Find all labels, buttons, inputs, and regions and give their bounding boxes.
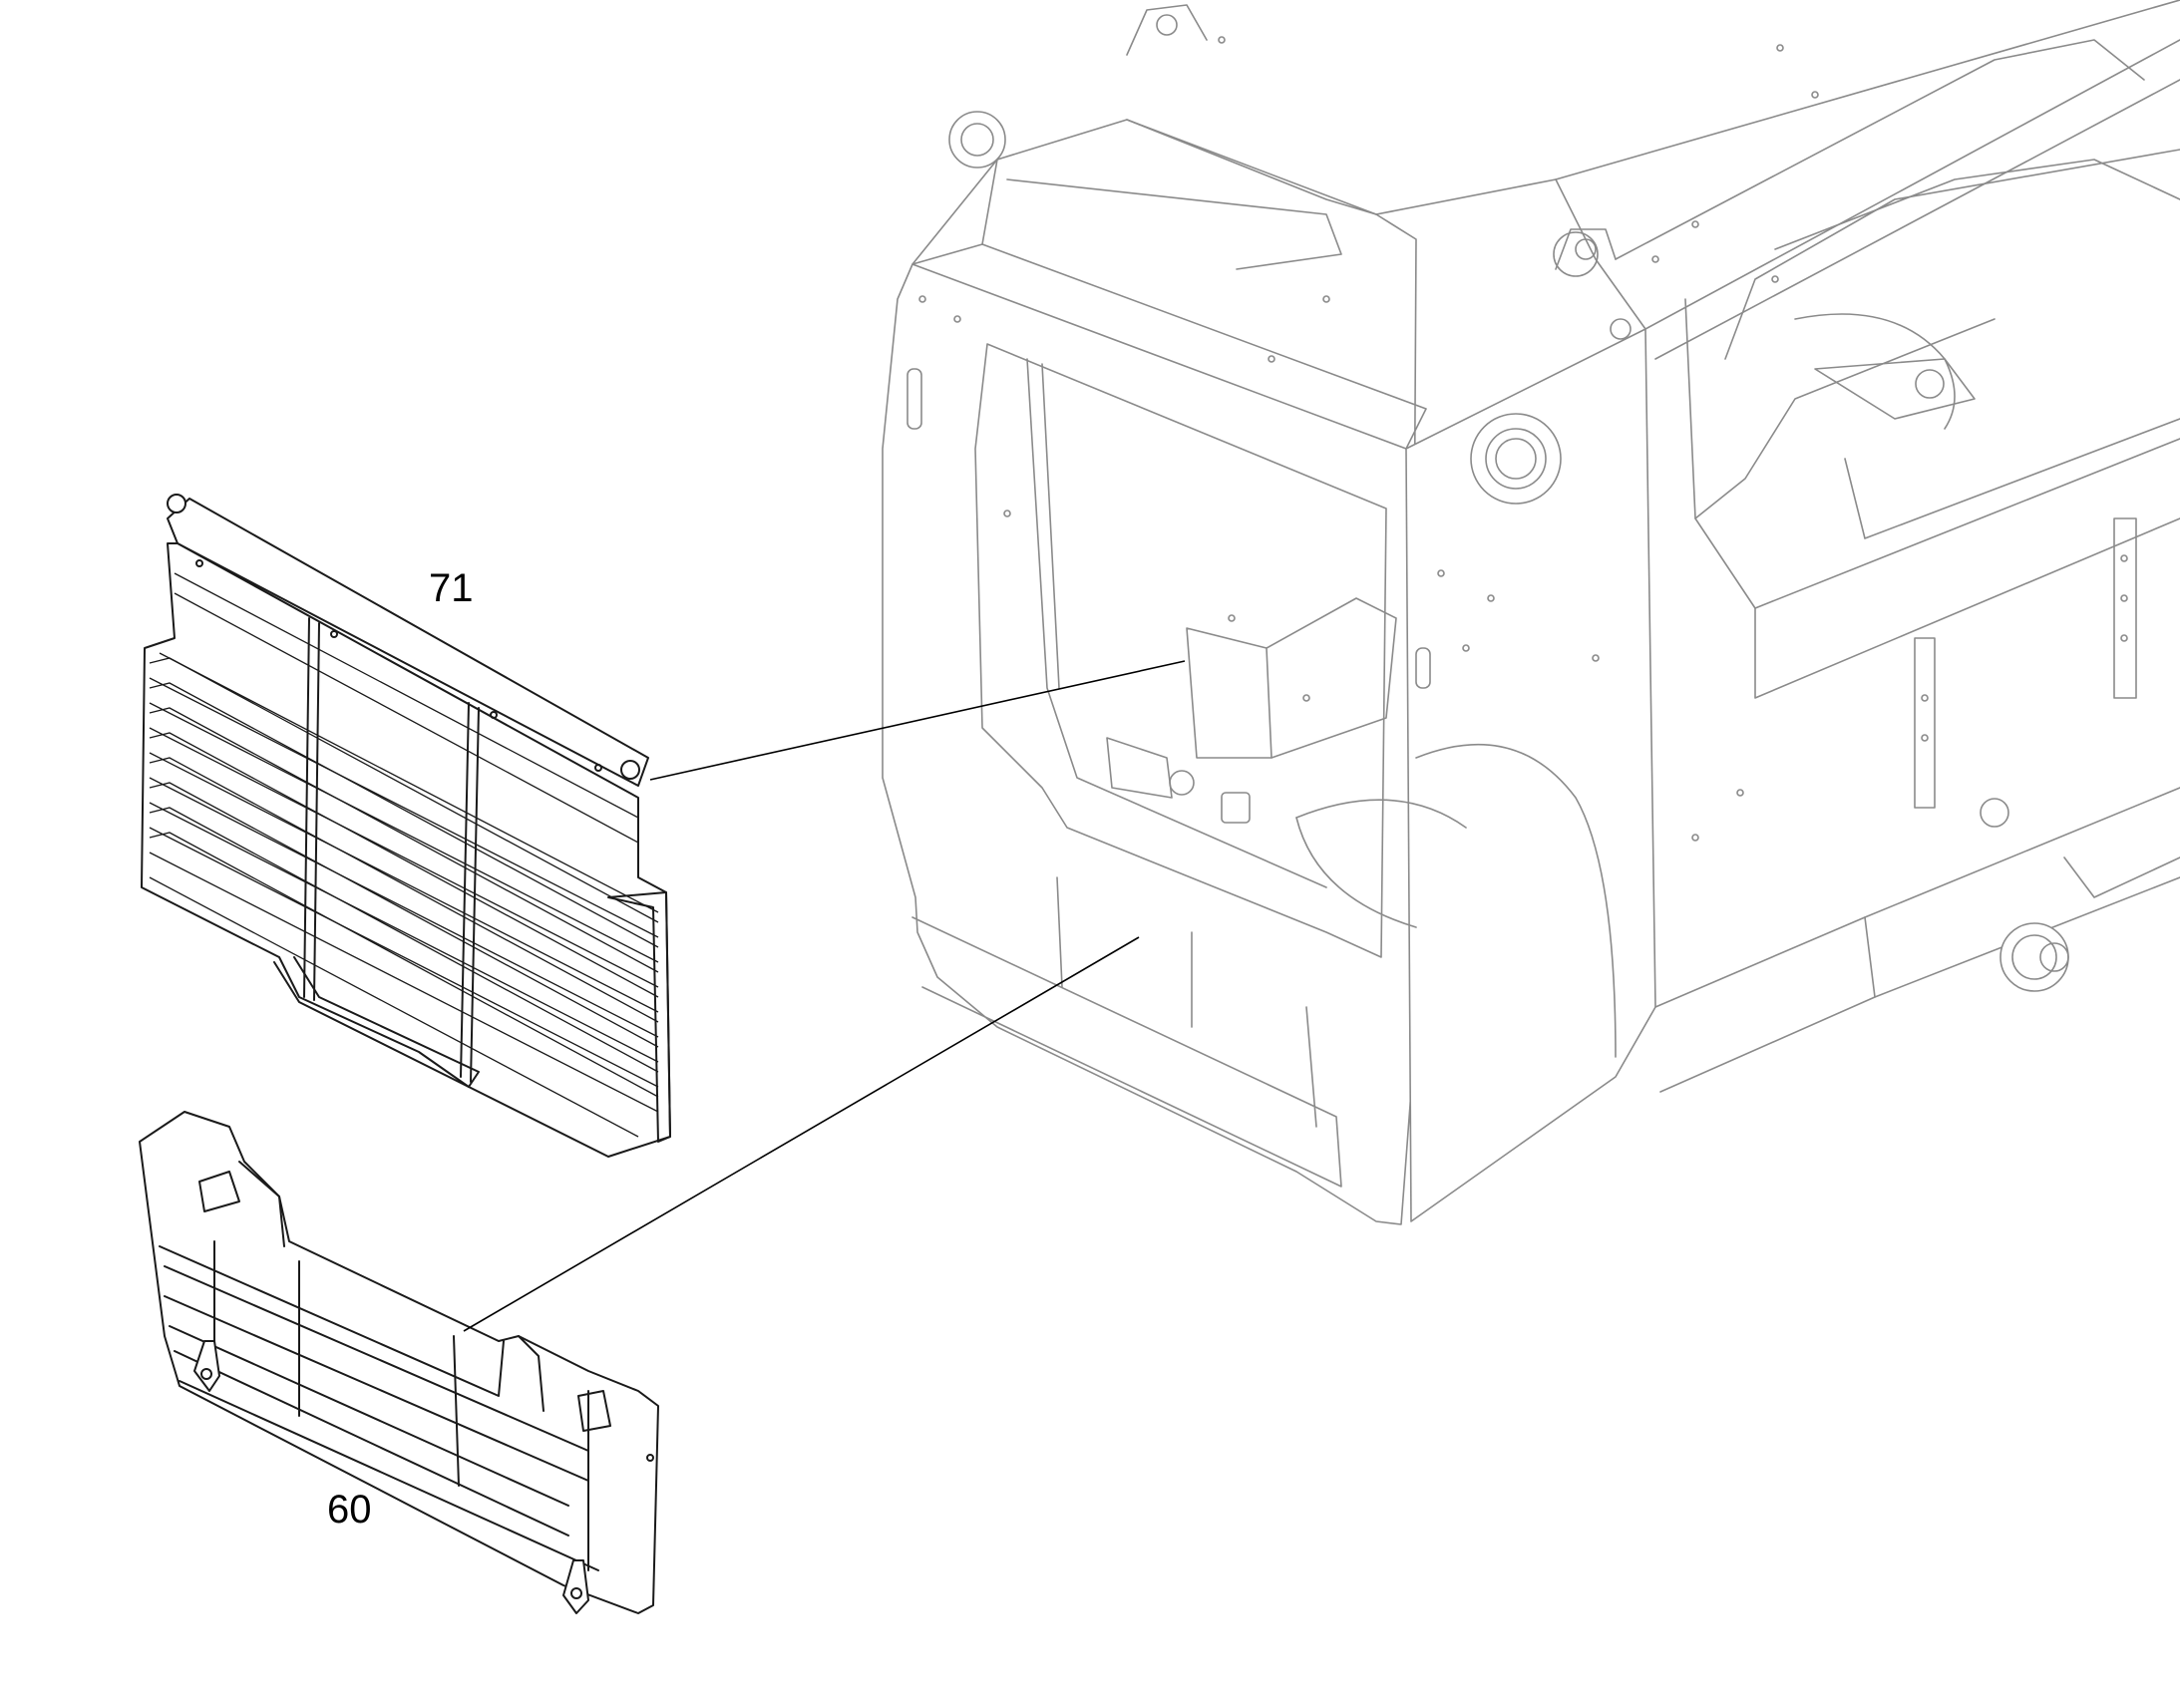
- callout-label-71: 71: [429, 566, 474, 610]
- machine-frame: [882, 0, 2180, 1225]
- leader-line-60: [463, 936, 1140, 1332]
- grille-part-60: [139, 1111, 659, 1614]
- leader-lines: [463, 660, 1186, 1332]
- grille-part-71: [141, 494, 671, 1158]
- leader-line-71: [649, 660, 1186, 781]
- callout-label-60: 60: [327, 1488, 372, 1532]
